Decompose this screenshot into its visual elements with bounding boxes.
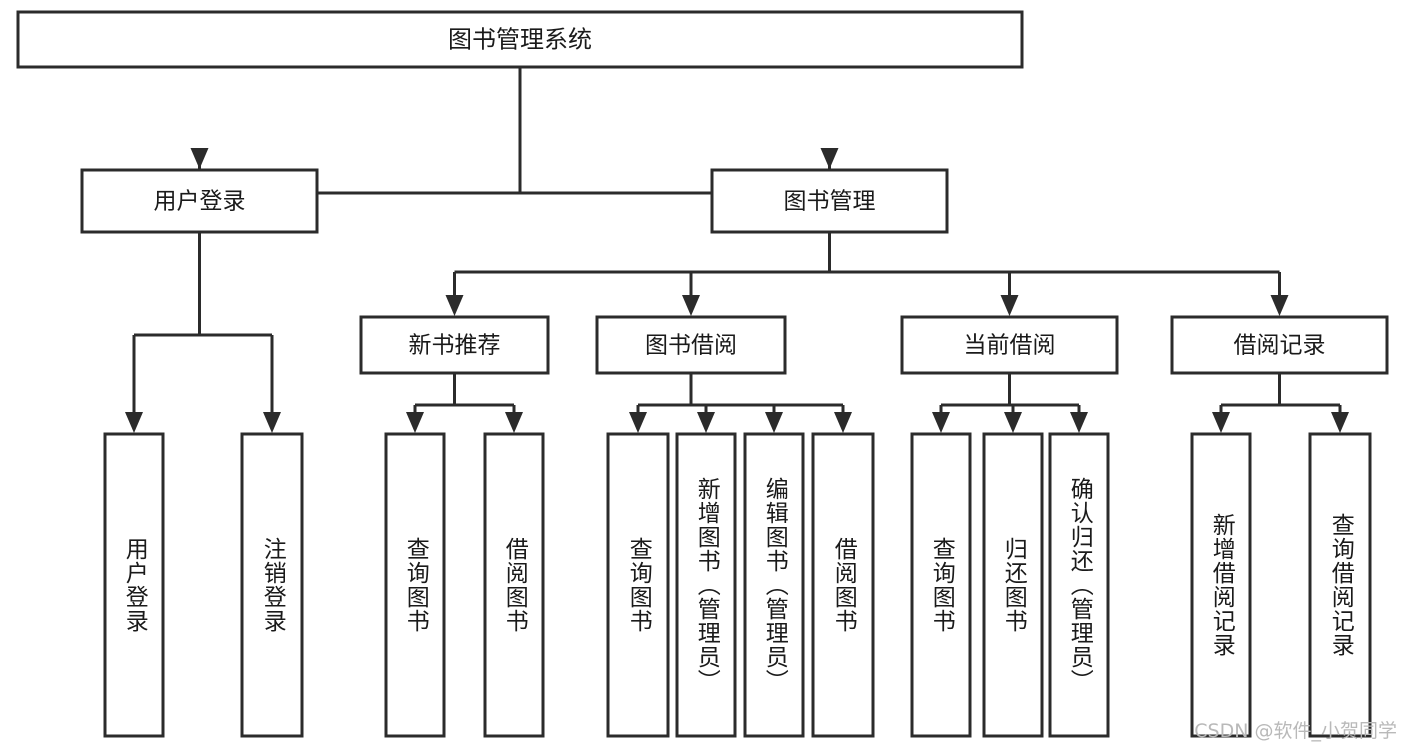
arrow-head-leaf-add-book-admin — [697, 412, 715, 433]
arrow-head-borrow-record — [1270, 295, 1289, 316]
node-new-book-recommend[interactable] — [359, 315, 550, 375]
node-label-root: 图书管理系统 — [448, 26, 592, 54]
arrow-head-leaf-query-book-1 — [406, 412, 424, 433]
connectors-layer — [125, 67, 1349, 433]
arrow-head-leaf-query-book-3 — [932, 412, 950, 433]
node-label-new-book-recommend: 新书推荐 — [409, 333, 501, 359]
arrow-head-leaf-edit-book-admin — [765, 412, 783, 433]
node-leaf-query-borrow-record[interactable] — [1308, 432, 1372, 738]
node-leaf-add-borrow-record[interactable] — [1190, 432, 1252, 738]
arrow-head-leaf-query-book-2 — [629, 412, 647, 433]
arrow-head-leaf-return-book — [1004, 412, 1022, 433]
boxes-layer — [16, 10, 1389, 738]
node-root[interactable] — [16, 10, 1024, 69]
node-leaf-borrow-book-1[interactable] — [483, 432, 545, 738]
node-label-book-borrow: 图书借阅 — [645, 333, 737, 359]
node-leaf-query-book-1[interactable] — [384, 432, 446, 738]
node-leaf-borrow-book-2[interactable] — [811, 432, 875, 738]
node-leaf-query-book-3[interactable] — [910, 432, 972, 738]
arrow-head-book-manage — [820, 148, 839, 169]
arrow-head-leaf-logout — [263, 412, 281, 433]
arrow-head-leaf-user-login — [125, 412, 143, 433]
node-leaf-return-book[interactable] — [982, 432, 1044, 738]
node-book-manage[interactable] — [710, 168, 949, 234]
arrow-head-leaf-confirm-return-admin — [1070, 412, 1088, 433]
arrow-head-leaf-add-borrow-record — [1212, 412, 1230, 433]
node-leaf-query-book-2[interactable] — [606, 432, 670, 738]
node-current-borrow[interactable] — [900, 315, 1119, 375]
node-label-current-borrow: 当前借阅 — [964, 333, 1056, 359]
arrow-head-leaf-borrow-book-2 — [834, 412, 852, 433]
arrow-head-book-borrow — [682, 295, 700, 316]
watermark-text: CSDN @软件_小贺同学 — [1194, 720, 1397, 742]
arrow-head-leaf-query-borrow-record — [1331, 412, 1349, 433]
node-leaf-user-login[interactable] — [103, 432, 165, 738]
node-leaf-logout[interactable] — [240, 432, 304, 738]
node-label-user-login: 用户登录 — [154, 189, 246, 215]
node-leaf-edit-book-admin[interactable] — [743, 432, 805, 738]
node-leaf-confirm-return-admin[interactable] — [1048, 432, 1110, 738]
node-borrow-record[interactable] — [1170, 315, 1389, 375]
node-user-login[interactable] — [80, 168, 319, 234]
node-label-book-manage: 图书管理 — [784, 189, 876, 215]
node-leaf-add-book-admin[interactable] — [675, 432, 737, 738]
node-label-borrow-record: 借阅记录 — [1234, 333, 1326, 359]
node-book-borrow[interactable] — [595, 315, 787, 375]
arrow-head-current-borrow — [1000, 295, 1019, 316]
arrow-head-user-login — [190, 148, 209, 169]
arrow-head-leaf-borrow-book-1 — [505, 412, 523, 433]
arrow-head-new-book-recommend — [445, 295, 464, 316]
